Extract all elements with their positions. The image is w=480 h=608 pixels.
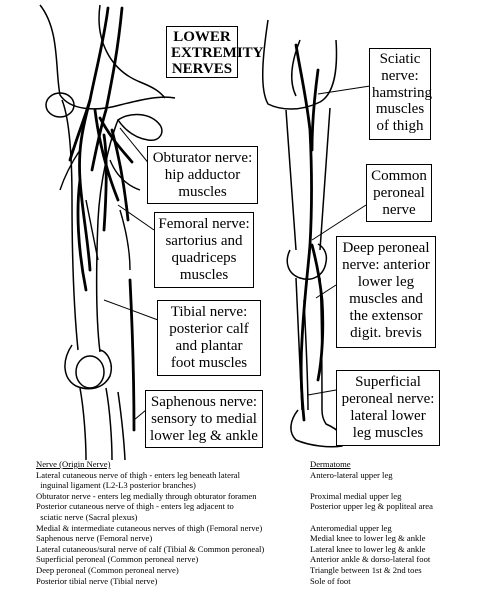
superficial-peroneal-line-4: leg muscles: [352, 425, 424, 441]
dermatome-cell: Proximal medial upper leg: [310, 490, 402, 501]
dermatome-cell: [310, 512, 476, 523]
nerve-cell: Posterior tibial nerve (Tibial nerve): [36, 575, 158, 586]
sciatic-line-2: nerve:: [381, 67, 419, 84]
table-row: Obturator nerve - enters leg medially th…: [36, 491, 476, 502]
sciatic-line-3: hamstring: [372, 84, 432, 101]
nerve-cell: Deep peroneal (Common peroneal nerve): [36, 564, 179, 575]
table-row: inguinal ligament (L2-L3 posterior branc…: [36, 480, 476, 491]
table-row: Medial & intermediate cutaneous nerves o…: [36, 523, 476, 534]
nerve-cell: Superficial peroneal (Common peroneal ne…: [36, 554, 199, 565]
header-dermatome: Dermatome: [310, 459, 351, 469]
obturator-line-2: hip adductor: [164, 167, 241, 183]
title-line-1: LOWER: [173, 29, 231, 45]
common-peroneal-line-2: peroneal: [373, 185, 425, 201]
superficial-peroneal-line-3: lateral lower: [350, 408, 426, 424]
femoral-line-1: Femoral nerve:: [158, 216, 250, 232]
deep-peroneal-line-2: nerve: anterior: [342, 257, 430, 273]
label-deep-peroneal-nerve: Deep peroneal nerve: anterior lower leg …: [336, 236, 436, 348]
tibial-line-2: posterior calf: [169, 321, 249, 337]
femoral-line-2: sartorius and: [165, 233, 243, 249]
label-obturator-nerve: Obturator nerve: hip adductor muscles: [147, 146, 258, 204]
label-saphenous-nerve: Saphenous nerve: sensory to medial lower…: [145, 390, 263, 448]
table-header-row: Nerve (Origin Nerve) Dermatome: [36, 459, 476, 470]
table-row: Lateral cutaneous/sural nerve of calf (T…: [36, 544, 476, 555]
dermatome-cell: Triangle between 1st & 2nd toes: [310, 564, 422, 575]
table-row: sciatic nerve (Sacral plexus): [36, 512, 476, 523]
dermatome-cell: Antero-lateral upper leg: [310, 469, 393, 480]
common-peroneal-line-3: nerve: [382, 202, 416, 218]
nerve-cell: Posterior cutaneous nerve of thigh - ent…: [36, 501, 234, 512]
nerve-cell: inguinal ligament (L2-L3 posterior branc…: [36, 480, 196, 491]
diagram-title: LOWER EXTREMITY NERVES: [166, 26, 264, 78]
deep-peroneal-line-3: lower leg: [357, 274, 415, 290]
label-sciatic-nerve: Sciatic nerve: hamstring muscles of thig…: [369, 48, 432, 140]
table-row: Lateral cutaneous nerve of thigh - enter…: [36, 470, 476, 481]
deep-peroneal-line-5: the extensor: [349, 308, 423, 324]
table-row: Posterior cutaneous nerve of thigh - ent…: [36, 501, 476, 512]
label-femoral-nerve: Femoral nerve: sartorius and quadriceps …: [154, 212, 254, 288]
title-line-2: EXTREMITY: [171, 45, 264, 61]
dermatome-cell: Sole of foot: [310, 575, 351, 586]
dermatome-cell: Posterior upper leg & popliteal area: [310, 501, 433, 512]
common-peroneal-line-1: Common: [371, 168, 427, 184]
dermatome-cell: Lateral knee to lower leg & ankle: [310, 543, 426, 554]
header-nerve: Nerve (Origin Nerve): [36, 459, 111, 469]
saphenous-line-1: Saphenous nerve:: [150, 394, 258, 410]
anterior-nerves: [68, 6, 136, 432]
tibial-line-3: and plantar: [175, 338, 243, 354]
anatomy-illustration: [39, 4, 371, 460]
tibial-line-1: Tibial nerve:: [170, 304, 248, 320]
sciatic-line-1: Sciatic: [379, 51, 421, 67]
posterior-nerves: [294, 43, 325, 422]
sciatic-line-5: of thigh: [376, 118, 424, 135]
obturator-line-3: muscles: [178, 184, 227, 200]
tibial-line-4: foot muscles: [170, 355, 248, 371]
nerve-cell: Obturator nerve - enters leg medially th…: [36, 490, 257, 501]
deep-peroneal-line-1: Deep peroneal: [342, 240, 430, 256]
label-superficial-peroneal-nerve: Superficial peroneal nerve: lateral lowe…: [336, 370, 440, 446]
deep-peroneal-line-6: digit. brevis: [350, 325, 422, 341]
nerve-cell: sciatic nerve (Sacral plexus): [36, 511, 138, 522]
anterior-leg-bones: [39, 4, 176, 460]
table-row: Saphenous nerve (Femoral nerve) Medial kn…: [36, 533, 476, 544]
superficial-peroneal-line-2: peroneal nerve:: [341, 391, 435, 407]
dermatome-cell: Anterior ankle & dorso-lateral foot: [310, 554, 431, 565]
label-tibial-nerve: Tibial nerve: posterior calf and plantar…: [157, 300, 261, 376]
saphenous-line-2: sensory to medial: [151, 411, 257, 427]
nerve-cell: Lateral cutaneous nerve of thigh - enter…: [36, 469, 241, 480]
table-row: Posterior tibial nerve (Tibial nerve) Sol…: [36, 576, 476, 587]
femoral-line-3: quadriceps: [171, 250, 237, 266]
title-line-3: NERVES: [171, 61, 233, 77]
nerve-cell: Medial & intermediate cutaneous nerves o…: [36, 522, 263, 533]
anterior-nerve-branches: [59, 149, 141, 271]
dermatome-cell: Anteromedial upper leg: [310, 522, 392, 533]
deep-peroneal-line-4: muscles and: [349, 291, 423, 307]
superficial-peroneal-line-1: Superficial: [355, 374, 421, 390]
saphenous-line-3: lower leg & ankle: [150, 428, 258, 444]
femoral-line-4: muscles: [179, 267, 229, 283]
table-row: Deep peroneal (Common peroneal nerve) Tri…: [36, 565, 476, 576]
dermatome-table: Nerve (Origin Nerve) Dermatome Lateral c…: [36, 459, 476, 586]
sciatic-line-4: muscles: [375, 101, 425, 118]
leader-lines: [103, 85, 371, 421]
nerve-cell: Lateral cutaneous/sural nerve of calf (T…: [36, 543, 265, 554]
label-common-peroneal-nerve: Common peroneal nerve: [366, 164, 432, 222]
dermatome-cell: [310, 480, 476, 491]
obturator-line-1: Obturator nerve:: [152, 150, 253, 166]
nerve-cell: Saphenous nerve (Femoral nerve): [36, 533, 153, 544]
table-row: Superficial peroneal (Common peroneal ne…: [36, 554, 476, 565]
table-body: Lateral cutaneous nerve of thigh - enter…: [36, 470, 476, 587]
dermatome-cell: Medial knee to lower leg & ankle: [310, 533, 426, 544]
